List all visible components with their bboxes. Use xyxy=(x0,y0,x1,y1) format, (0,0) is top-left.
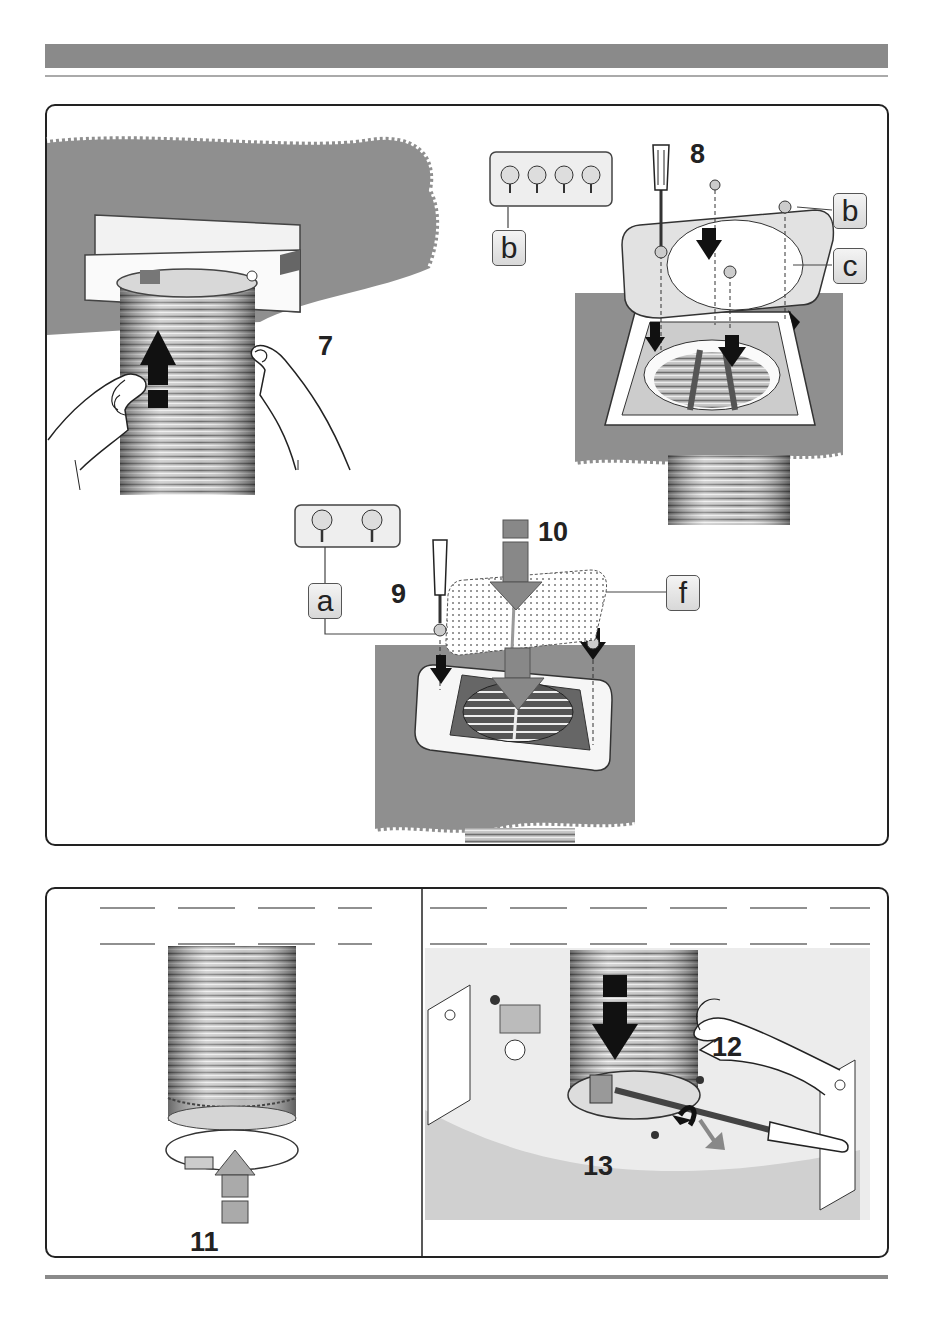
callout-number: 12 xyxy=(712,1033,742,1061)
callout-letter: b xyxy=(842,196,859,226)
callout-letter: f xyxy=(679,578,687,608)
callout-letter-box: a xyxy=(308,583,342,619)
callout-number: 10 xyxy=(538,518,568,546)
callout-number: 7 xyxy=(318,332,333,360)
callout-letter-box: b xyxy=(492,230,526,266)
step-9-10-illustration xyxy=(295,505,666,843)
callout-number: 8 xyxy=(690,140,705,168)
callout-letter: b xyxy=(501,233,518,263)
header-bar xyxy=(45,44,888,68)
callout-letter-box: f xyxy=(666,575,700,611)
callout-letter: c xyxy=(843,251,858,281)
callout-letter: a xyxy=(317,586,334,616)
callout-number: 9 xyxy=(391,580,406,608)
callout-number: 11 xyxy=(190,1228,219,1256)
panel-frame xyxy=(46,888,888,1257)
step-12-13-illustration xyxy=(425,908,870,1220)
callout-letter-box: c xyxy=(833,248,867,284)
step-8-illustration xyxy=(490,145,843,525)
callout-number: 13 xyxy=(583,1152,613,1180)
step-7-illustration xyxy=(47,136,439,495)
step-11-illustration xyxy=(100,908,372,1223)
panel-frame xyxy=(46,105,888,845)
callout-letter-box: b xyxy=(833,193,867,229)
